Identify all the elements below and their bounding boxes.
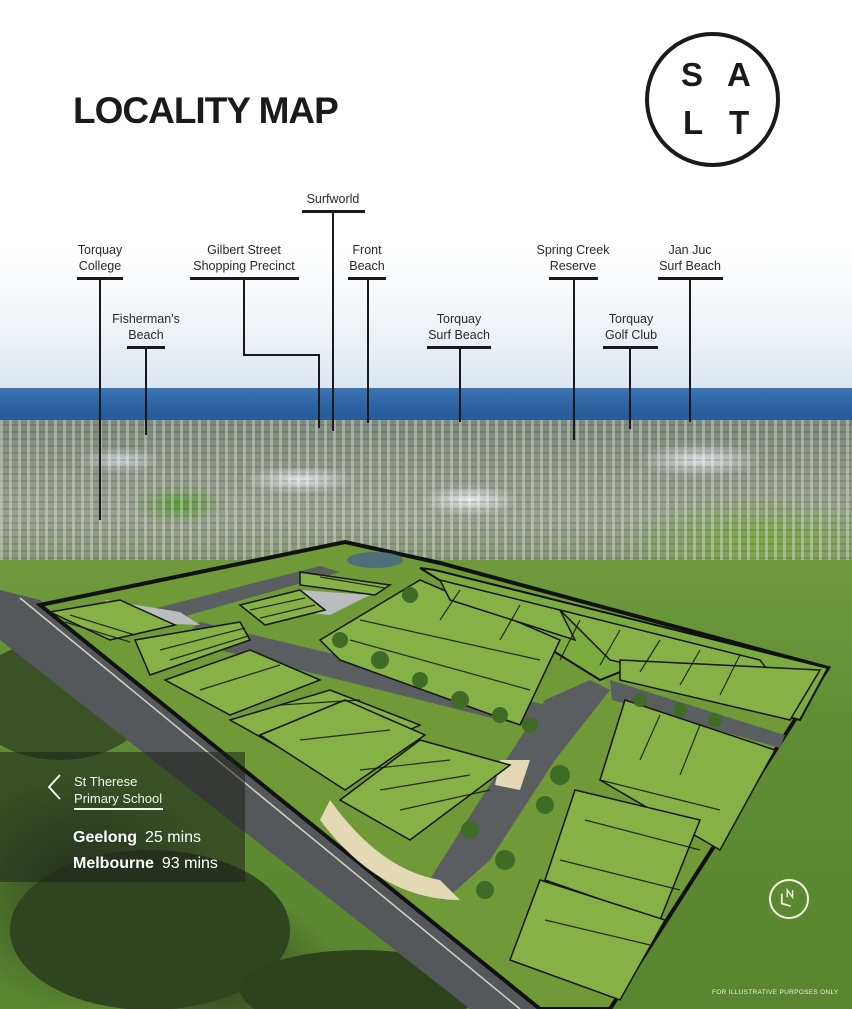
north-arrow-icon (769, 879, 809, 919)
chevron-left-icon (47, 774, 61, 800)
callout-leader-line (318, 354, 320, 428)
travel-place: Geelong (73, 829, 138, 846)
callout-line1: Torquay (608, 312, 654, 326)
callout-line2: Shopping Precinct (193, 259, 295, 273)
callout-fishermans-beach: Fisherman's Beach (105, 311, 187, 343)
disclaimer-text: FOR ILLUSTRATIVE PURPOSES ONLY (712, 989, 839, 996)
page-title: LOCALITY MAP (73, 90, 339, 131)
callout-line2: Beach (349, 259, 385, 273)
callout-surfworld: Surfworld (298, 191, 368, 207)
logo-letter-a: A (727, 56, 751, 93)
callout-line2: Surf Beach (428, 328, 490, 342)
callout-line1: Jan Juc (668, 243, 712, 257)
travel-place: Melbourne (73, 855, 154, 872)
travel-time: 93 mins (161, 855, 218, 872)
callout-torquay-golf-club: Torquay Golf Club (600, 311, 662, 343)
callout-line1: Gilbert Street (207, 243, 281, 257)
school-name-line2: Primary School (74, 791, 163, 806)
callout-line1: Fisherman's (112, 312, 180, 326)
st-therese-label: St Therese Primary School (74, 773, 162, 807)
callout-leader-line (573, 278, 575, 440)
callout-line2: Reserve (549, 259, 597, 273)
callout-leader-line (99, 278, 101, 520)
logo-letter-l: L (683, 104, 704, 141)
callout-leader-line (243, 354, 320, 356)
callout-leader-line (689, 278, 691, 422)
callout-torquay-college: Torquay College (70, 242, 130, 274)
logo-letter-t: T (729, 104, 750, 141)
logo-letter-s: S (681, 56, 704, 93)
callout-line2: College (78, 259, 122, 273)
callout-gilbert-street: Gilbert Street Shopping Precinct (186, 242, 302, 274)
callout-leader-line (332, 211, 334, 431)
callout-line2: Surf Beach (659, 259, 721, 273)
callout-leader-line (629, 347, 631, 429)
callout-leader-line (459, 347, 461, 422)
town-aerial (0, 420, 852, 580)
callout-front-beach: Front Beach (344, 242, 390, 274)
school-name-line1: St Therese (74, 774, 138, 789)
travel-row-geelong: Geelong 25 mins (73, 829, 201, 847)
travel-row-melbourne: Melbourne 93 mins (73, 855, 218, 873)
salt-logo: S A L T (645, 32, 780, 167)
callout-jan-juc: Jan Juc Surf Beach (654, 242, 726, 274)
callout-leader-line (145, 347, 147, 435)
callout-line1: Surfworld (306, 192, 360, 206)
callout-line1: Torquay (436, 312, 482, 326)
travel-info-panel (0, 752, 245, 882)
callout-leader-line (367, 278, 369, 423)
town-houses-texture (0, 420, 852, 580)
school-underline (74, 808, 163, 810)
travel-time: 25 mins (145, 829, 202, 846)
callout-torquay-surf-beach: Torquay Surf Beach (420, 311, 498, 343)
callout-spring-creek: Spring Creek Reserve (530, 242, 616, 274)
callout-line1: Torquay (77, 243, 123, 257)
callout-line1: Front (352, 243, 382, 257)
callout-leader-line (243, 278, 245, 355)
callout-line2: Golf Club (604, 328, 658, 342)
callout-line1: Spring Creek (536, 243, 610, 257)
callout-line2: Beach (128, 328, 164, 342)
